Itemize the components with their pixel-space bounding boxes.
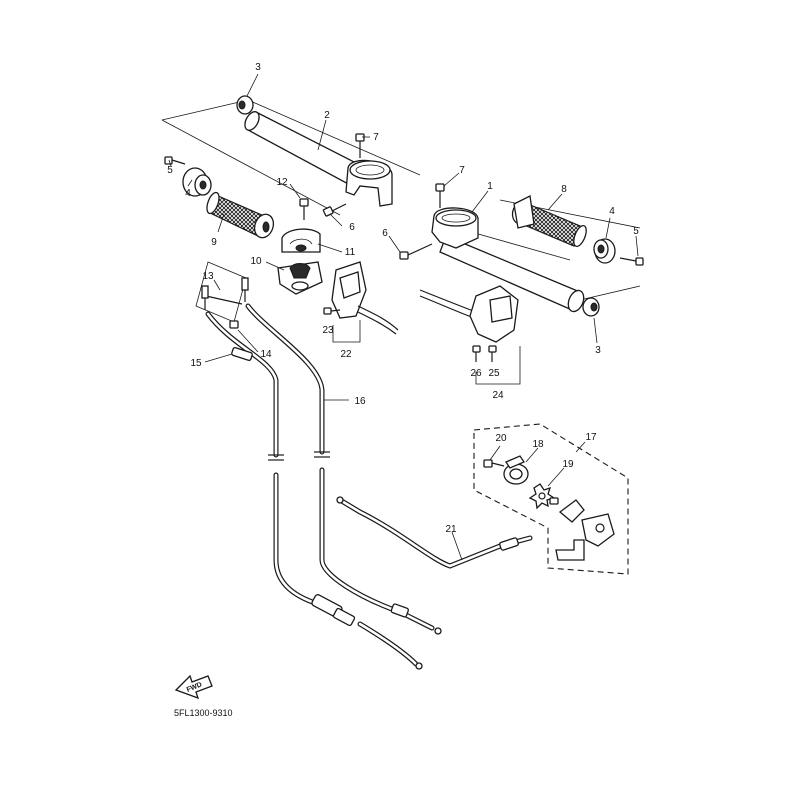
throttle-housing-lower xyxy=(277,261,323,295)
callout-23: 23 xyxy=(322,325,334,336)
callout-6-right: 6 xyxy=(382,228,388,239)
clamp-bolt-upper-right xyxy=(435,183,445,208)
callout-labels: 3 2 7 5 4 9 12 6 11 10 13 23 22 14 15 16… xyxy=(167,62,639,535)
right-handlebar-assembly xyxy=(399,183,644,385)
callout-25: 25 xyxy=(488,368,500,379)
lever-assembly-17 xyxy=(336,423,629,575)
screw-26 xyxy=(472,345,481,362)
callout-19: 19 xyxy=(562,459,574,470)
callout-15: 15 xyxy=(190,358,202,369)
drawing-code: 5FL1300-9310 xyxy=(174,708,233,718)
callout-13: 13 xyxy=(202,271,214,282)
screw-12 xyxy=(299,198,309,220)
cable-top-fittings xyxy=(201,277,249,310)
callout-8: 8 xyxy=(561,184,567,195)
right-grip xyxy=(511,195,587,248)
callout-10: 10 xyxy=(250,256,262,267)
lever-bracket xyxy=(549,497,615,561)
throttle-housing-upper xyxy=(281,228,321,253)
callout-3-right: 3 xyxy=(595,345,601,356)
screw-25 xyxy=(488,345,497,362)
cable-adjuster-15 xyxy=(231,346,253,362)
callout-2: 2 xyxy=(324,110,330,121)
throttle-grip xyxy=(206,191,275,239)
star-washer-19 xyxy=(528,483,556,510)
callout-16: 16 xyxy=(354,396,366,407)
callout-18: 18 xyxy=(532,439,544,450)
callout-9: 9 xyxy=(211,237,217,248)
callout-21: 21 xyxy=(445,524,457,535)
callout-22: 22 xyxy=(340,349,352,360)
callout-6-left: 6 xyxy=(349,222,355,233)
cable-fitting-21 xyxy=(499,537,519,551)
screw-14 xyxy=(229,320,239,329)
cable-end-16 xyxy=(434,627,442,635)
callout-12: 12 xyxy=(276,177,288,188)
cable-end-15 xyxy=(415,662,423,670)
callout-7-right: 7 xyxy=(459,165,465,176)
forward-arrow-icon: FWD xyxy=(174,674,213,700)
assembly-boundary-17 xyxy=(473,423,629,575)
screw-23 xyxy=(323,307,341,315)
bracket-22 xyxy=(332,320,361,343)
bar-end-weight-part xyxy=(236,95,254,115)
side-bolt-left xyxy=(322,203,347,217)
callout-14: 14 xyxy=(260,349,272,360)
right-handlebar-tube xyxy=(431,207,585,313)
bar-end-weight-left xyxy=(182,167,212,197)
callout-4-right: 4 xyxy=(609,206,615,217)
end-bolt-left xyxy=(164,156,186,165)
callout-24: 24 xyxy=(492,390,504,401)
end-bolt-right xyxy=(619,257,644,266)
callout-3-top: 3 xyxy=(255,62,261,73)
leader-lines xyxy=(168,73,639,561)
right-switch-assembly xyxy=(419,285,519,343)
callout-5-left: 5 xyxy=(167,165,173,176)
callout-4-left: 4 xyxy=(185,188,191,199)
callout-1: 1 xyxy=(487,181,493,192)
bar-end-weight-part-right xyxy=(582,297,600,317)
bar-end-weight-right xyxy=(593,238,616,264)
side-bolt-right xyxy=(399,243,433,260)
cable-end-21 xyxy=(336,496,344,504)
inline-adjuster xyxy=(311,594,409,627)
bracket-24 xyxy=(475,346,521,385)
callout-7-left: 7 xyxy=(373,132,379,143)
left-alignment-lines xyxy=(161,99,421,216)
clamp-bolt-upper-left xyxy=(355,133,365,158)
callout-17: 17 xyxy=(585,432,597,443)
callout-5-right: 5 xyxy=(633,226,639,237)
throttle-cables xyxy=(195,261,442,670)
callout-26: 26 xyxy=(470,368,482,379)
left-switch-assembly xyxy=(331,261,399,335)
callout-20: 20 xyxy=(495,433,507,444)
left-handlebar-tube xyxy=(244,111,393,207)
left-handlebar-assembly xyxy=(161,95,421,343)
screw-20 xyxy=(483,459,505,468)
lever-knob-18 xyxy=(503,455,529,485)
callout-11: 11 xyxy=(345,247,356,258)
